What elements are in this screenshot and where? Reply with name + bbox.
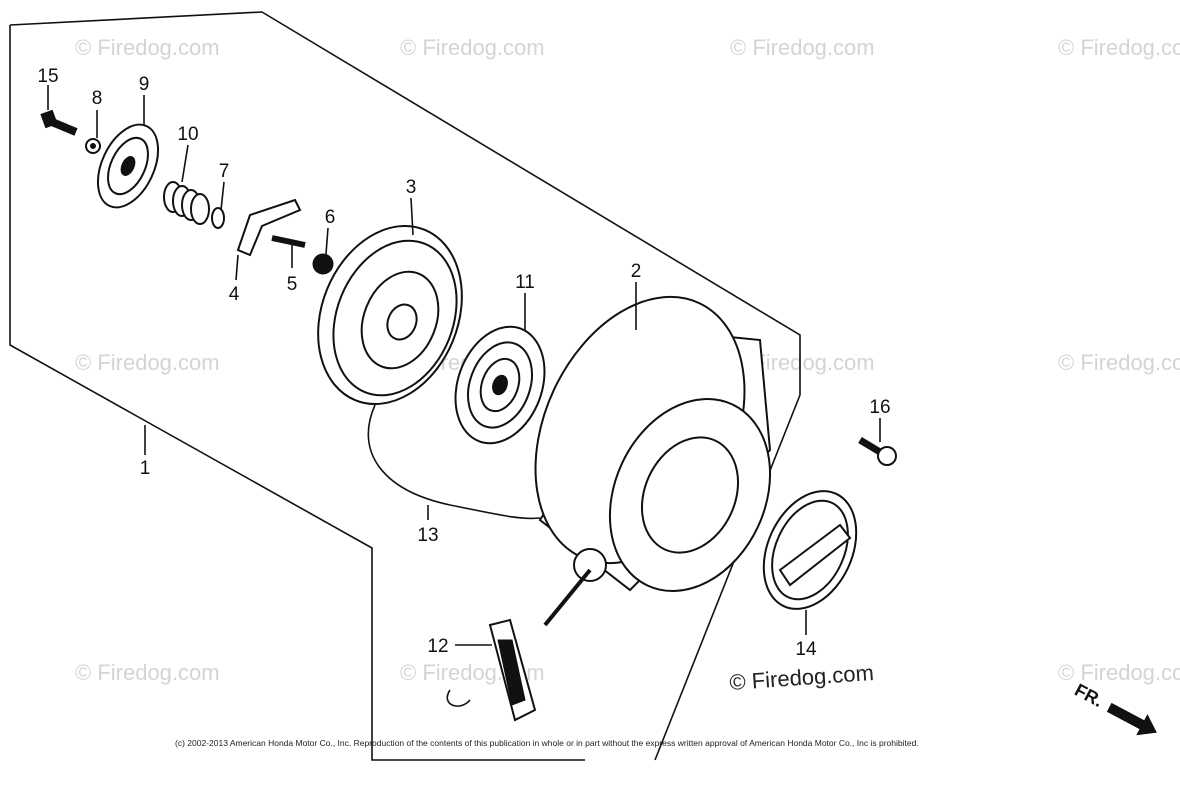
callout-11: 11 bbox=[515, 272, 535, 293]
watermark: © Firedog.com bbox=[75, 660, 220, 685]
watermark: © Firedog.com bbox=[1058, 660, 1180, 685]
watermark: © Firedog.com bbox=[400, 35, 545, 60]
assembly-outline-top bbox=[9, 11, 801, 395]
watermark: © Firedog.com bbox=[75, 350, 220, 375]
bolt-16 bbox=[858, 436, 897, 466]
callout-15: 15 bbox=[37, 66, 58, 87]
pin-5 bbox=[271, 235, 306, 248]
callout-12: 12 bbox=[427, 636, 448, 657]
callout-9: 9 bbox=[139, 74, 150, 95]
callout-1: 1 bbox=[140, 458, 151, 479]
pawl-4 bbox=[236, 198, 302, 257]
starter-case-2 bbox=[534, 295, 772, 593]
reel-3 bbox=[317, 224, 463, 406]
callouts: 15 8 9 10 7 4 5 6 3 11 2 1 16 13 12 14 bbox=[37, 66, 890, 660]
callout-5: 5 bbox=[287, 274, 298, 295]
spring-11 bbox=[454, 325, 546, 445]
leader-lines bbox=[47, 85, 881, 646]
watermark: © Firedog.com bbox=[730, 35, 875, 60]
arrow-icon bbox=[1106, 702, 1157, 736]
callout-8: 8 bbox=[92, 88, 103, 109]
callout-13: 13 bbox=[417, 525, 438, 546]
front-direction-indicator: FR. bbox=[1071, 680, 1157, 736]
assembly-outline bbox=[9, 25, 585, 761]
callout-2: 2 bbox=[631, 261, 642, 282]
callout-7: 7 bbox=[219, 161, 230, 182]
washer-7 bbox=[211, 207, 225, 229]
firedog-watermark: © Firedog.com bbox=[729, 660, 875, 695]
rope-to-handle bbox=[543, 568, 592, 627]
watermark: © Firedog.com bbox=[1058, 35, 1180, 60]
callout-4: 4 bbox=[229, 284, 240, 305]
watermark: © Firedog.com bbox=[1058, 350, 1180, 375]
callout-6: 6 bbox=[325, 207, 336, 228]
label-14 bbox=[762, 490, 858, 610]
callout-14: 14 bbox=[795, 639, 817, 660]
assembly-outline-right bbox=[654, 394, 801, 761]
watermark: © Firedog.com bbox=[75, 35, 220, 60]
ratchet-9 bbox=[96, 123, 160, 209]
handle-12 bbox=[446, 618, 537, 722]
copyright-notice: (c) 2002-2013 American Honda Motor Co., … bbox=[175, 738, 919, 748]
callout-10: 10 bbox=[177, 124, 198, 145]
nut-6 bbox=[312, 253, 334, 275]
rope-13 bbox=[367, 404, 541, 520]
spring-10 bbox=[163, 181, 210, 225]
callout-3: 3 bbox=[406, 177, 417, 198]
bolt-15 bbox=[40, 109, 78, 136]
callout-16: 16 bbox=[869, 397, 890, 418]
